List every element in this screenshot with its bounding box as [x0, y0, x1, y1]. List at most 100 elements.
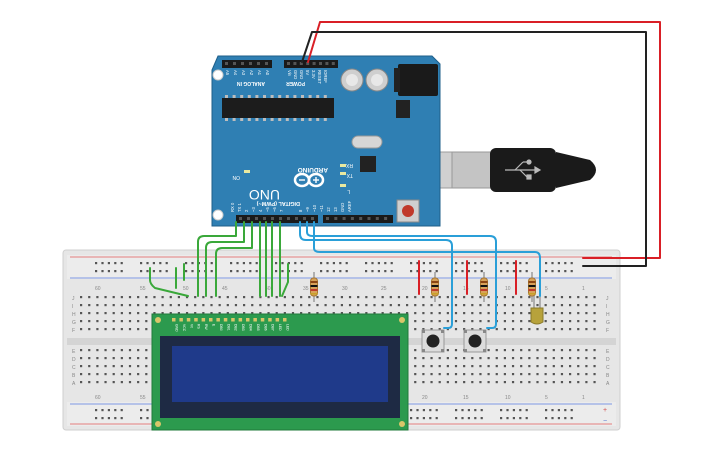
pin-label: 12	[326, 207, 331, 212]
lcd-pin-label: LED	[286, 324, 290, 331]
row-label: A	[72, 381, 76, 387]
usb-cable-tail	[556, 152, 596, 188]
lcd-pin[interactable]	[253, 318, 257, 322]
voltage-regulator	[396, 100, 410, 118]
resistor	[431, 272, 439, 302]
wire-green	[149, 267, 189, 297]
lcd-pin[interactable]	[283, 318, 287, 322]
row-label: G	[72, 320, 76, 326]
lcd-pin-label: LED	[278, 324, 282, 331]
pin-label: RX 0	[230, 202, 235, 212]
pin-label: TX 1	[237, 202, 242, 212]
lcd-pin[interactable]	[216, 318, 220, 322]
l-led	[340, 184, 346, 187]
resistor	[480, 272, 488, 302]
lcd-pin-label: DB7	[271, 324, 275, 331]
row-label: E	[606, 349, 610, 355]
pin-label: 7	[279, 209, 284, 212]
pin-label: ~9	[305, 207, 310, 212]
row-label: F	[72, 328, 75, 334]
lcd-pin[interactable]	[275, 318, 280, 322]
tx-led	[340, 164, 346, 167]
crystal-oscillator	[351, 135, 383, 149]
pin-label: 13	[333, 207, 338, 212]
lcd-pin-label: RW	[204, 324, 208, 330]
lcd-pin[interactable]	[194, 318, 198, 322]
col-label: 60	[95, 286, 101, 292]
lcd-pin[interactable]	[172, 318, 176, 322]
lcd-pin[interactable]	[260, 318, 265, 322]
pin-label: ~5	[265, 207, 270, 212]
power-header-label: POWER	[286, 80, 305, 86]
col-label: 50	[183, 286, 189, 292]
col-label: 10	[505, 395, 511, 401]
wire-red	[307, 21, 661, 259]
col-label: 35	[303, 286, 309, 292]
col-label: 30	[342, 286, 348, 292]
rail-holes-top	[95, 262, 573, 273]
row-label: H	[606, 312, 610, 318]
rx-led	[340, 172, 346, 175]
dc-power-jack	[398, 64, 438, 96]
resistor	[310, 272, 318, 302]
lcd-pin[interactable]	[238, 318, 243, 322]
row-label: A	[606, 381, 610, 387]
wire-green	[205, 221, 245, 297]
wire-blue	[313, 221, 541, 297]
rail-plus-label: +	[603, 407, 607, 414]
pin-label: ~3	[251, 207, 256, 212]
lcd-pin[interactable]	[246, 318, 250, 322]
col-label: 15	[463, 395, 469, 401]
atmega-chip	[222, 98, 334, 118]
col-label: 15	[463, 286, 469, 292]
col-label: 55	[140, 286, 146, 292]
pin-label: 2	[244, 209, 249, 212]
lcd-pin[interactable]	[223, 318, 228, 322]
on-led	[244, 170, 250, 173]
analog-header-label: ANALOG IN	[237, 80, 265, 86]
row-label: D	[606, 357, 610, 363]
lcd-pin[interactable]	[186, 318, 191, 322]
row-label: J	[606, 296, 609, 302]
wire-green	[197, 221, 237, 297]
lcd-pin-label: DB2	[234, 324, 238, 331]
row-label: B	[72, 373, 76, 379]
col-label: 10	[505, 286, 511, 292]
wire-blue	[299, 221, 453, 317]
digital-header-label: DIGITAL (PWM~)	[256, 200, 300, 206]
power-rail-top	[67, 255, 616, 279]
lcd-pin[interactable]	[179, 318, 183, 322]
pin-label: A3	[241, 70, 246, 76]
lcd-pin[interactable]	[201, 318, 206, 322]
l-led-label: L	[347, 188, 350, 194]
row-label: F	[606, 328, 609, 334]
col-label: 20	[422, 395, 428, 401]
arduino-logo-icon	[293, 172, 325, 188]
push-button[interactable]	[421, 329, 445, 353]
pin-label: GND	[299, 70, 304, 79]
row-label: B	[606, 373, 610, 379]
lcd-pin-label: DB5	[256, 324, 260, 331]
pin-label: A4	[233, 70, 238, 76]
lcd-pin[interactable]	[209, 318, 213, 322]
model-label: UNO	[249, 187, 280, 203]
lcd-pin[interactable]	[231, 318, 235, 322]
lcd-pin[interactable]	[268, 318, 272, 322]
col-label: 5	[545, 286, 548, 292]
pin-label: ~10	[312, 204, 317, 212]
col-label: 45	[222, 286, 228, 292]
led-component	[530, 296, 544, 325]
pin-label: 8	[298, 209, 303, 212]
pin-label: GND	[293, 70, 298, 79]
row-label: D	[72, 357, 76, 363]
power-header	[284, 60, 338, 68]
lcd-pin-label: E	[212, 324, 216, 327]
rx-led-label: RX	[345, 162, 353, 168]
push-button[interactable]	[463, 329, 487, 353]
lcd-pin-label: DB0	[219, 324, 223, 331]
lcd-pin-label: DB3	[241, 324, 245, 331]
col-label: 5	[545, 395, 548, 401]
pin-label: ~6	[272, 207, 277, 212]
